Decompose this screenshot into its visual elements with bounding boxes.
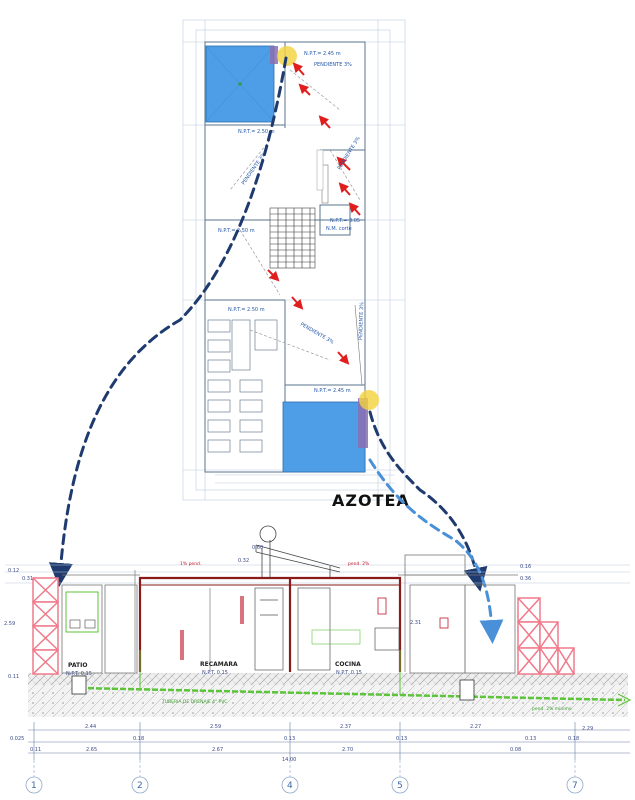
flow-arrows [267,62,361,365]
drain-note-right: pend. 2% minimo [532,706,572,712]
connector-right-blue [368,458,504,644]
section-labels: PATIO RECAMARA COCINA N.P.T. 0.15 N.P.T.… [4,545,572,712]
npt-label-bottom: N.P.T.= 2.45 m [314,388,351,394]
svg-text:2.44: 2.44 [85,724,96,730]
pendiente-label-1: PENDIENTE 3% [241,151,268,186]
connector-left [48,56,288,587]
dimension-lines [28,722,630,760]
total-dimension: 14.00 [282,757,296,763]
svg-text:2.70: 2.70 [342,747,353,753]
downspout-top [270,46,278,64]
water-tank-bottom [282,401,366,473]
room-cocina-sub: N.P.T. 0.15 [336,670,362,676]
height-right-1: 0.16 [520,564,531,570]
axis-marker-1: 1 [25,776,43,794]
svg-text:0.13: 0.13 [396,736,407,742]
drain-highlight-top [277,46,297,66]
height-left-4: 0.11 [8,674,19,680]
stairs [269,207,316,269]
azotea-title: AZOTEA [332,491,410,510]
svg-text:2.27: 2.27 [470,724,481,730]
block-wall-left [32,577,59,675]
svg-text:2.29: 2.29 [582,726,593,732]
section-view: PATIO RECAMARA COCINA N.P.T. 0.15 N.P.T.… [4,525,632,795]
interior-doors [254,587,331,671]
height-top-1: 0.60 [252,545,263,551]
drain-highlight-bottom [359,390,379,410]
height-left-2: 0.31 [22,576,33,582]
height-left-1: 0.12 [8,568,19,574]
svg-text:0.13: 0.13 [525,736,536,742]
room-recamara-sub: N.P.T. 0.15 [202,670,228,676]
pendiente-label-top: PENDIENTE 3% [314,62,352,68]
npt-label-top: N.P.T.= 2.45 m [304,51,341,57]
npt-label-1: N.P.T.= 2.50 m [238,129,275,135]
room-recamara: RECAMARA [200,661,238,668]
svg-text:0.11: 0.11 [30,747,41,753]
slope-label-2: pend. 2% [348,561,370,567]
height-right-2: 0.36 [520,576,531,582]
svg-text:0.18: 0.18 [568,736,579,742]
section-structure-lines [61,554,518,674]
axis-markers: 1 2 4 5 7 [25,760,584,795]
roof-plan: N.P.T.= 2.45 m PENDIENTE 3% N.P.T.= 2.50… [182,19,406,501]
height-left-3: 2.59 [4,621,15,627]
svg-text:4: 4 [287,781,293,791]
stair-blocks [207,319,278,453]
npt-label-3: N.P.T.= 2.50 m [228,307,265,313]
drain-pipe [79,686,626,702]
axis-marker-4: 4 [281,776,299,794]
svg-text:2.37: 2.37 [340,724,351,730]
slope-lines [229,69,361,361]
ground-layer [28,685,628,717]
patio-window [65,591,99,633]
slope-label-1: 1% pend. [180,561,201,567]
dimension-text: 2.44 2.59 2.37 2.27 0.025 0.18 0.13 0.13… [10,724,593,763]
room-patio-sub: N.P.T. 0.15 [66,671,92,677]
gravel-layer [28,673,628,685]
drain-note: TUBERIA DE DRENAJE 4" PVC [161,699,227,705]
block-wall-right [517,597,575,675]
axis-marker-5: 5 [391,776,409,794]
solar-water-heater [255,525,341,578]
height-mid: 2.31 [410,620,421,626]
npt-label-right: N.P.T.= 3.05 [330,218,360,224]
axis-marker-7: 7 [566,776,584,794]
svg-text:0.08: 0.08 [510,747,521,753]
pendiente-label-2: PENDIENTE 3% [337,136,362,172]
room-patio: PATIO [68,662,87,669]
svg-text:5: 5 [397,781,403,791]
house-walls [138,576,402,672]
svg-text:0.13: 0.13 [284,736,295,742]
height-top-2: 0.32 [238,558,249,564]
svg-text:2.65: 2.65 [86,747,97,753]
svg-text:0.18: 0.18 [133,736,144,742]
connector-right-navy [368,410,488,592]
pendiente-label-3: PENDIENTE 3% [299,322,335,346]
svg-text:2.67: 2.67 [212,747,223,753]
axis-marker-2: 2 [131,776,149,794]
connector-lines [48,56,504,644]
svg-text:7: 7 [572,781,578,791]
pendiente-label-4: PENDIENTE 3% [358,302,365,340]
npt-label-right-sub: N.M. corte [326,226,352,232]
svg-text:2.59: 2.59 [210,724,221,730]
svg-text:2: 2 [137,781,143,791]
room-cocina: COCINA [335,661,361,668]
svg-text:1: 1 [31,781,37,791]
downspout-bottom [358,398,368,448]
svg-text:0.025: 0.025 [10,736,24,742]
